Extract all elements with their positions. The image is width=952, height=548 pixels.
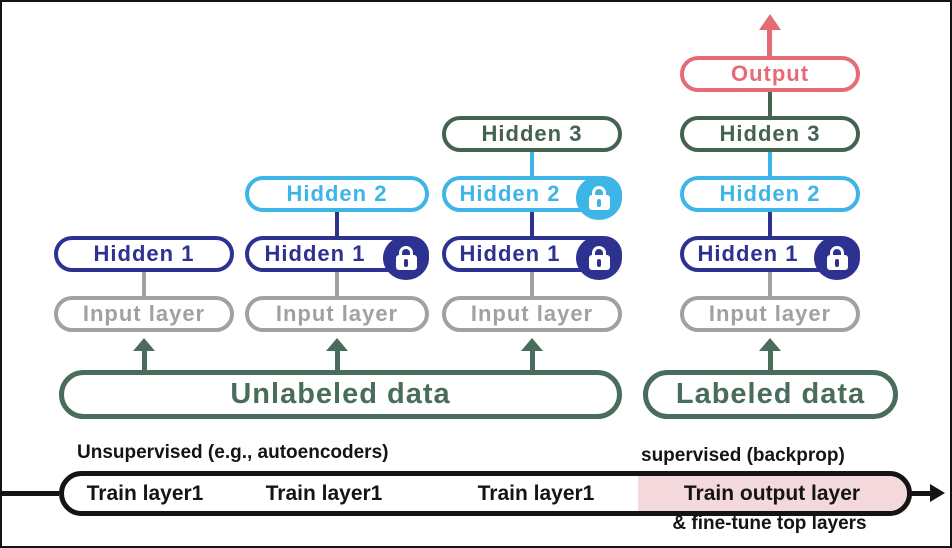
lock-icon <box>576 176 622 220</box>
box-hidden2-stage3: Hidden 2 <box>442 176 622 220</box>
unlabeled-data-pill: Unlabeled data <box>59 370 622 419</box>
box-input-stage4: Input layer <box>680 296 860 332</box>
box-label: Hidden 2 <box>459 181 561 206</box>
phase-label-unsupervised: Unsupervised (e.g., autoencoders) <box>77 442 389 463</box>
box-input-stage3: Input layer <box>442 296 622 332</box>
data-arrow-line <box>335 349 340 370</box>
box-label: Hidden 1 <box>93 241 195 266</box>
box-input-stage2: Input layer <box>245 296 429 332</box>
lock-icon <box>576 236 622 280</box>
timeline-arrow-line <box>908 491 934 496</box>
connector <box>335 212 339 236</box>
box-hidden1-stage1: Hidden 1 <box>54 236 234 272</box>
timeline-step-3: Train layer1 <box>477 482 595 505</box>
timeline-arrow-icon <box>930 484 945 502</box>
timeline-bar <box>59 471 912 516</box>
data-arrow-line <box>142 349 147 370</box>
timeline-step-2: Train layer1 <box>265 482 383 505</box>
lock-icon <box>814 236 860 280</box>
lock-icon <box>383 236 429 280</box>
data-arrow-icon <box>759 338 781 351</box>
data-arrow-icon <box>133 338 155 351</box>
timeline-step-4: Train output layer <box>683 482 861 505</box>
data-pill-label: Labeled data <box>675 378 866 410</box>
connector <box>768 212 772 236</box>
box-hidden1-stage3: Hidden 1 <box>442 236 622 280</box>
data-pill-label: Unlabeled data <box>230 378 451 410</box>
box-label: Input layer <box>82 301 206 326</box>
data-arrow-icon <box>326 338 348 351</box>
box-label: Hidden 1 <box>459 241 561 266</box>
box-label: Hidden 2 <box>286 181 388 206</box>
box-hidden1-stage2: Hidden 1 <box>245 236 429 280</box>
connector <box>142 272 146 296</box>
timeline-step-1: Train layer1 <box>86 482 204 505</box>
box-input-stage1: Input layer <box>54 296 234 332</box>
connector <box>530 272 534 296</box>
labeled-data-pill: Labeled data <box>643 370 898 419</box>
phase-label-supervised: supervised (backprop) <box>641 445 845 466</box>
box-label: Hidden 3 <box>719 121 821 146</box>
data-arrow-line <box>768 349 773 370</box>
data-arrow-icon <box>521 338 543 351</box>
connector <box>768 152 772 176</box>
phase-label-fine-tune: & fine-tune top layers <box>672 513 867 534</box>
box-output-stage4: Output <box>680 56 860 92</box>
box-hidden2-stage2: Hidden 2 <box>245 176 429 212</box>
box-label: Output <box>730 61 810 86</box>
output-arrow-icon <box>759 14 781 30</box>
box-hidden2-stage4: Hidden 2 <box>680 176 860 212</box>
box-label: Hidden 1 <box>697 241 799 266</box>
timeline-lead-line <box>2 491 59 496</box>
connector <box>530 212 534 236</box>
box-label: Input layer <box>275 301 399 326</box>
connector <box>335 272 339 296</box>
connector <box>768 272 772 296</box>
box-label: Input layer <box>708 301 832 326</box>
timeline-highlight <box>638 476 907 511</box>
connector <box>530 152 534 176</box>
data-arrow-line <box>530 349 535 370</box>
box-label: Hidden 1 <box>264 241 366 266</box>
connector <box>768 92 772 116</box>
box-label: Input layer <box>470 301 594 326</box>
output-arrow-line <box>767 28 772 56</box>
box-hidden3-stage3: Hidden 3 <box>442 116 622 152</box>
box-label: Hidden 3 <box>481 121 583 146</box>
box-hidden3-stage4: Hidden 3 <box>680 116 860 152</box>
box-hidden1-stage4: Hidden 1 <box>680 236 860 280</box>
box-label: Hidden 2 <box>719 181 821 206</box>
